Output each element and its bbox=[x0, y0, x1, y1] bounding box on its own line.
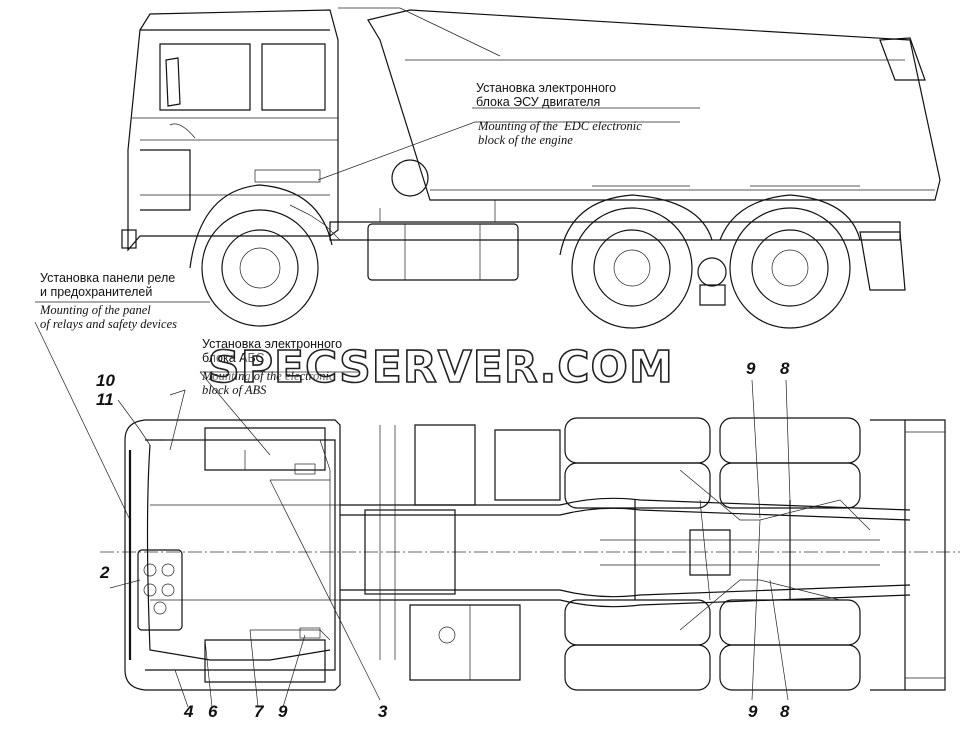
top-view bbox=[100, 417, 960, 691]
callout-11: 11 bbox=[96, 390, 114, 409]
leader-7 bbox=[249, 629, 259, 708]
callout-8-top: 8 bbox=[780, 359, 790, 378]
leader-2 bbox=[109, 579, 141, 589]
relay-label-ru: Установка панели реле и предохранителей bbox=[40, 271, 176, 299]
edc-label-en: Mounting of the EDC electronic block of … bbox=[478, 119, 642, 147]
leader-abs bbox=[199, 371, 271, 456]
leader-relay bbox=[34, 321, 131, 521]
leader-11 bbox=[169, 389, 186, 451]
leader-edc bbox=[317, 121, 680, 181]
callout-9-top: 9 bbox=[746, 359, 756, 378]
callout-4: 4 bbox=[184, 702, 194, 721]
edc-label-ru: Установка электронного блока ЭСУ двигате… bbox=[476, 81, 617, 109]
callout-6: 6 bbox=[208, 702, 218, 721]
leader-4 bbox=[174, 669, 189, 708]
leader-3 bbox=[269, 479, 381, 701]
watermark: SPECSERVER.COM bbox=[207, 341, 674, 394]
abs-label-ru: Установка электронного блока АБС bbox=[202, 337, 343, 365]
callout-3: 3 bbox=[378, 702, 388, 721]
callout-2: 2 bbox=[100, 563, 110, 582]
callout-7: 7 bbox=[254, 702, 264, 721]
leader-8-bottom bbox=[769, 579, 789, 701]
leader-9-bottom bbox=[751, 519, 761, 701]
callout-9-left: 9 bbox=[278, 702, 288, 721]
callout-8-bottom: 8 bbox=[780, 702, 790, 721]
callout-9-bottom: 9 bbox=[748, 702, 758, 721]
leader-6 bbox=[204, 639, 213, 708]
leader-9-left bbox=[282, 634, 306, 708]
callout-10: 10 bbox=[96, 371, 115, 390]
abs-label-en: Mounting of the electronic block of ABS bbox=[202, 369, 335, 397]
leader-10 bbox=[117, 399, 151, 446]
leader-8-top bbox=[785, 379, 791, 501]
leader-9-top bbox=[751, 379, 761, 519]
relay-label-en: Mounting of the panel of relays and safe… bbox=[40, 303, 177, 331]
side-view bbox=[121, 7, 941, 329]
